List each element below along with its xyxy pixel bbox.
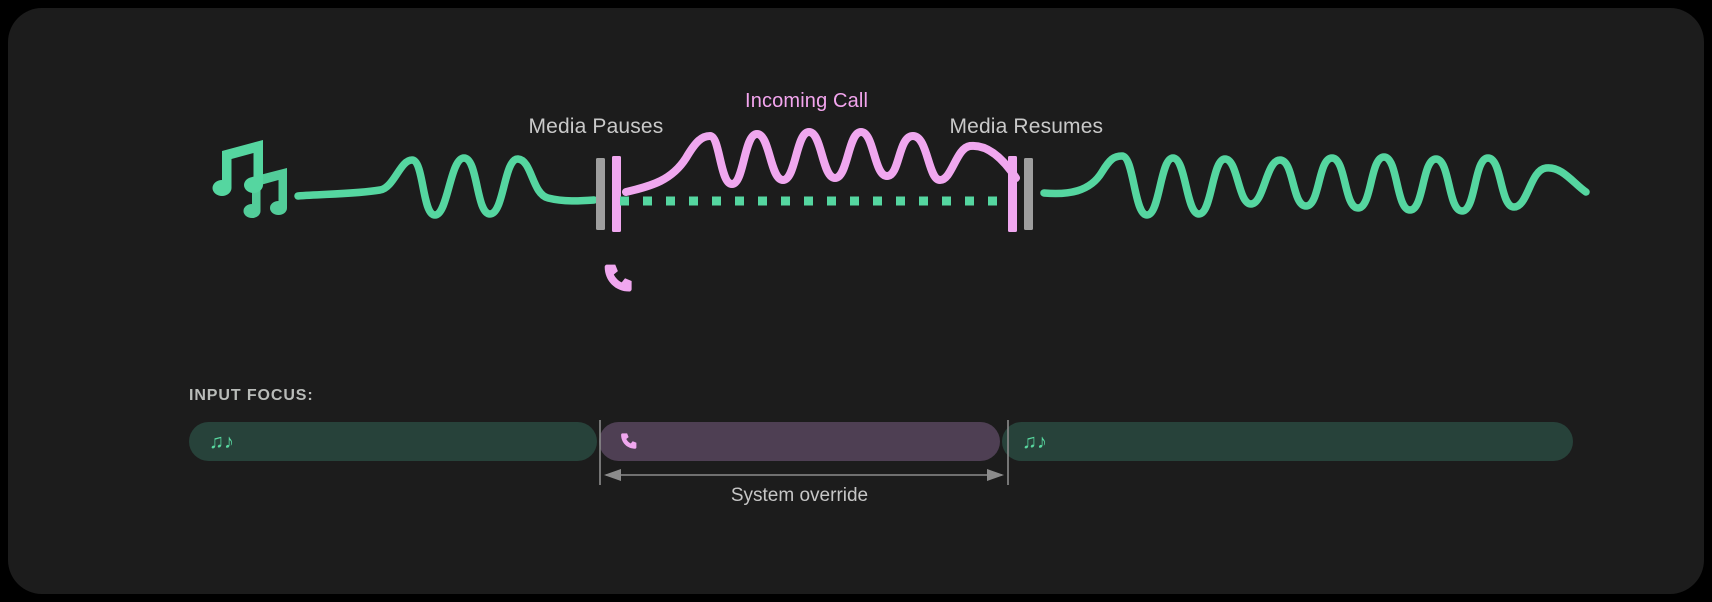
pause-marker-pink-bar [612, 156, 621, 232]
label-media-pauses: Media Pauses [528, 114, 664, 138]
timeline-region: Media Pauses Incoming Call Media Resumes [8, 8, 1704, 348]
media-waveform-before [294, 154, 598, 219]
resume-marker-gray-bar [1024, 158, 1033, 230]
waveform-timeline-svg [212, 128, 1590, 292]
phone-handset-icon [619, 431, 640, 452]
system-override-measure [599, 420, 1009, 485]
focus-segment-media-before[interactable]: ♫♪ [189, 422, 597, 461]
input-focus-title: INPUT FOCUS: [189, 387, 314, 404]
phone-handset-icon [604, 264, 632, 292]
music-note-icon: ♫♪ [209, 430, 234, 453]
media-waveform-after [1040, 152, 1590, 219]
override-arrow-head-right [987, 469, 1004, 481]
focus-segment-media-after[interactable]: ♫♪ [1002, 422, 1573, 461]
label-media-resumes: Media Resumes [949, 114, 1104, 138]
system-override-label: System override [730, 485, 869, 506]
label-incoming-call: Incoming Call [745, 90, 869, 112]
focus-segment-call-override[interactable] [599, 422, 1000, 461]
music-note-icon: ♫♪ [1022, 430, 1047, 453]
override-arrow-head-left [604, 469, 621, 481]
call-waveform [622, 128, 1020, 196]
pause-marker-gray-bar [596, 158, 605, 230]
diagram-panel: Media Pauses Incoming Call Media Resumes… [8, 8, 1704, 594]
resume-marker-pink-bar [1008, 156, 1017, 232]
music-note-icon [212, 140, 287, 219]
